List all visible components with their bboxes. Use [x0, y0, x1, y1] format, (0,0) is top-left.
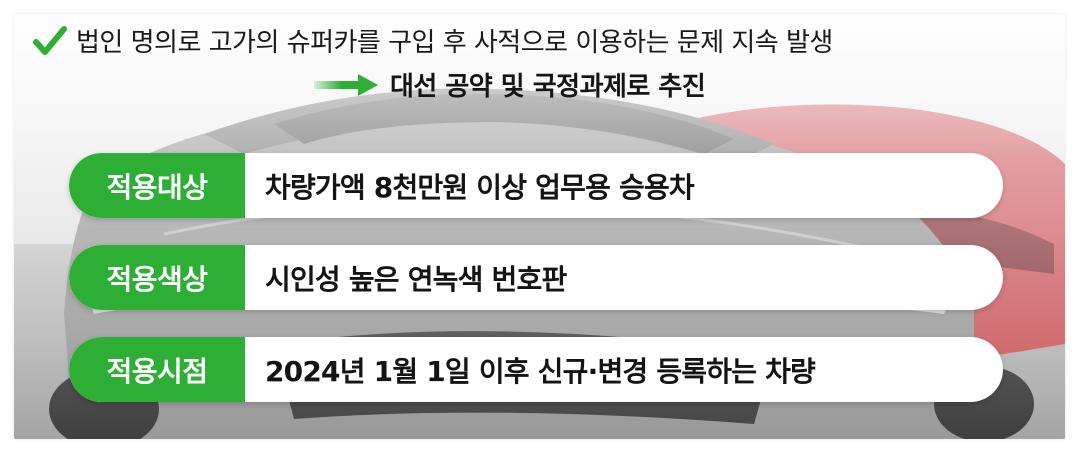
- headline: 법인 명의로 고가의 슈퍼카를 구입 후 사적으로 이용하는 문제 지속 발생: [32, 22, 833, 59]
- row-label: 적용색상: [69, 245, 245, 310]
- infographic-card: 법인 명의로 고가의 슈퍼카를 구입 후 사적으로 이용하는 문제 지속 발생 …: [14, 14, 1065, 439]
- row-value: 시인성 높은 연녹색 번호판: [265, 262, 567, 296]
- arrow-right-icon: [314, 73, 378, 96]
- row-label: 적용시점: [69, 337, 245, 402]
- info-row-target: 적용대상 차량가액 8천만원 이상 업무용 승용차: [69, 153, 1003, 218]
- row-value: 2024년 1월 1일 이후 신규·변경 등록하는 차량: [265, 354, 816, 388]
- subline: 대선 공약 및 국정과제로 추진: [314, 66, 706, 103]
- info-row-date: 적용시점 2024년 1월 1일 이후 신규·변경 등록하는 차량: [69, 337, 1003, 402]
- headline-text: 법인 명의로 고가의 슈퍼카를 구입 후 사적으로 이용하는 문제 지속 발생: [76, 28, 833, 58]
- row-label: 적용대상: [69, 153, 245, 218]
- check-icon: [33, 25, 67, 55]
- info-row-color: 적용색상 시인성 높은 연녹색 번호판: [69, 245, 1003, 310]
- subline-text: 대선 공약 및 국정과제로 추진: [390, 72, 706, 102]
- row-value: 차량가액 8천만원 이상 업무용 승용차: [265, 170, 695, 204]
